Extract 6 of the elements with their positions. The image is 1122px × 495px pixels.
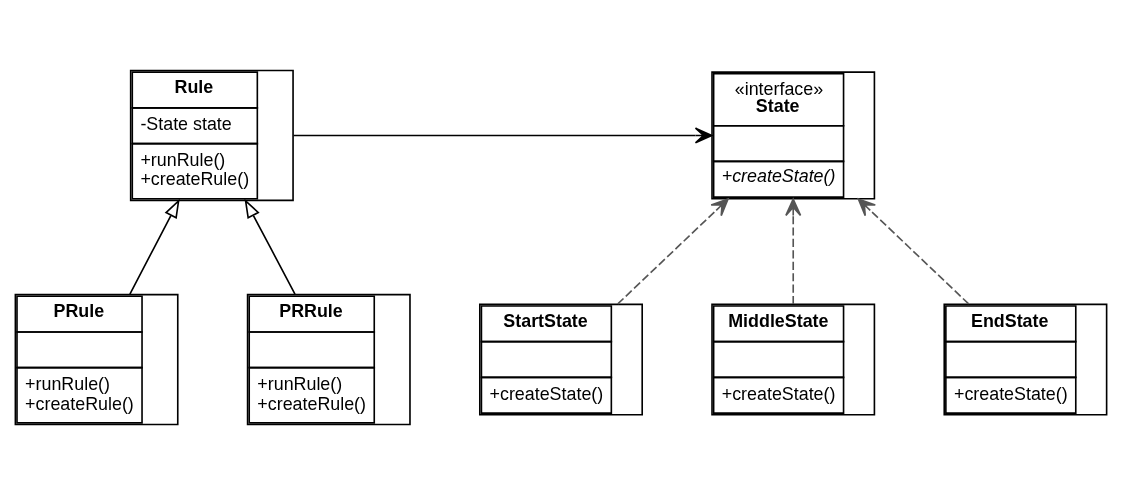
arrow — [617, 198, 729, 305]
arrow — [785, 198, 802, 305]
arrow — [292, 127, 713, 144]
arrow — [129, 198, 180, 295]
arrow — [857, 198, 970, 305]
arrow — [244, 198, 296, 295]
